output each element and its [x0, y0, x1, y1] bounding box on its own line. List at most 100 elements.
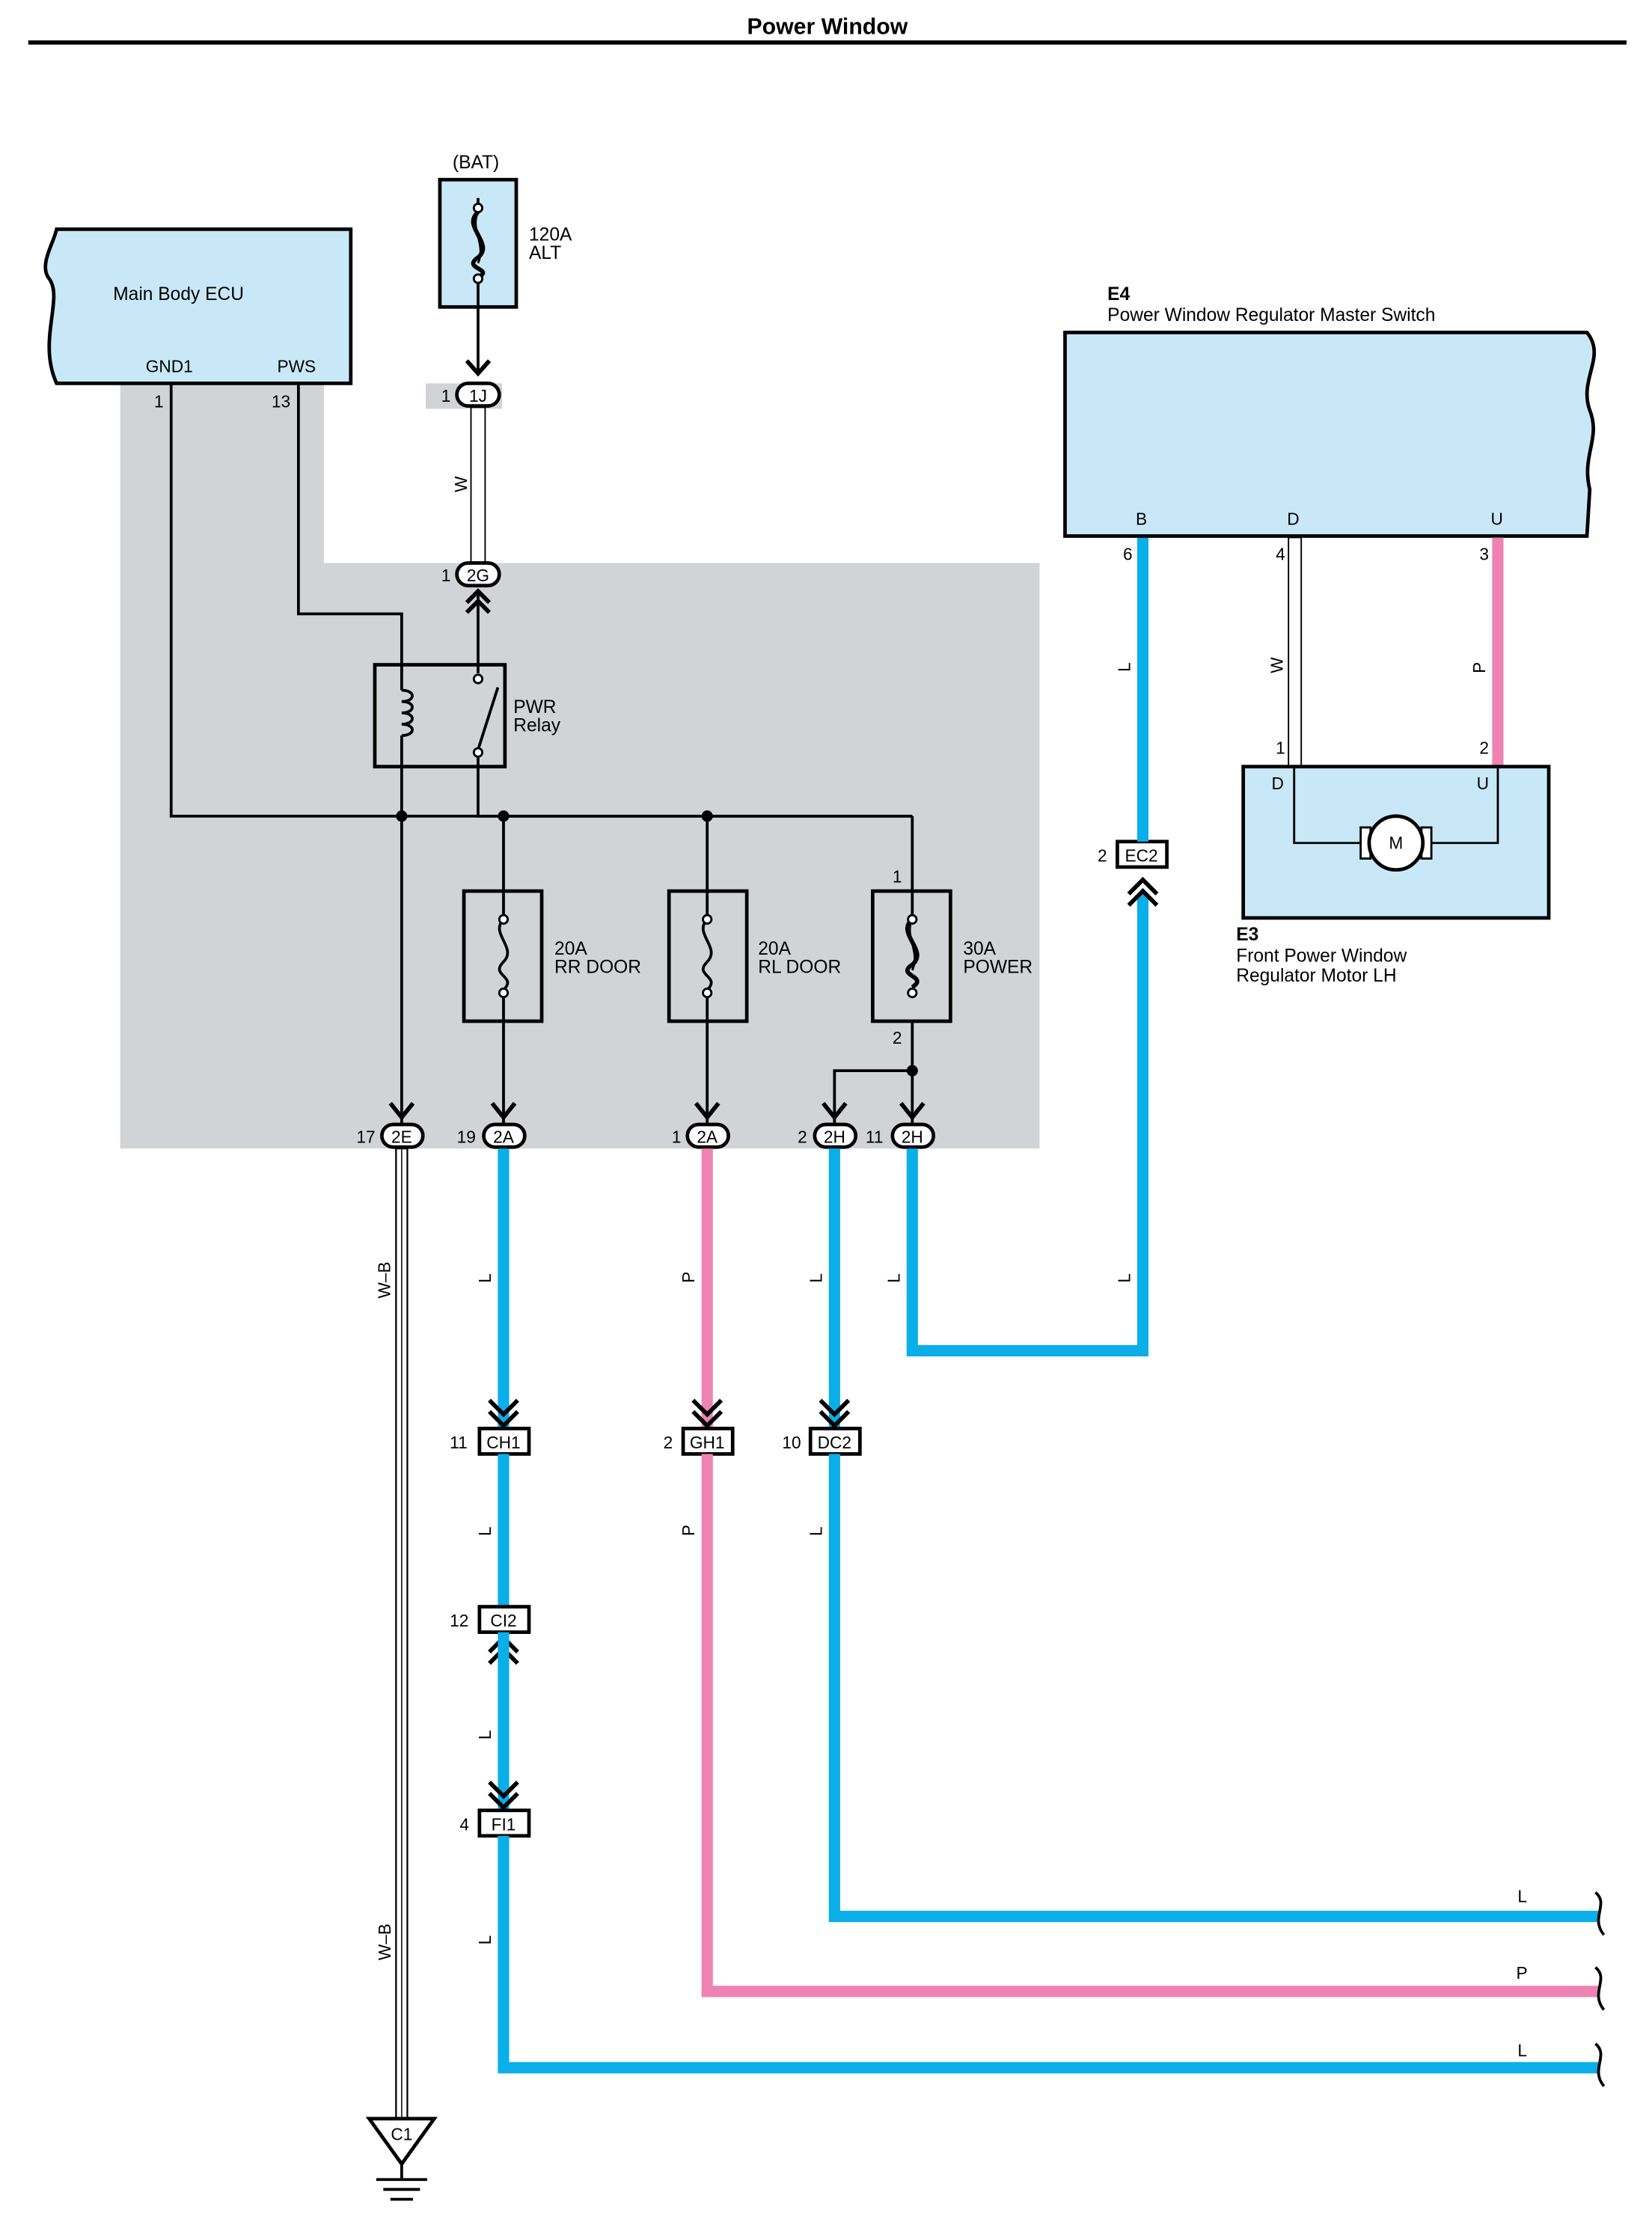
wire-label-l: L [475, 1935, 495, 1945]
wire-label-l: L [1114, 662, 1134, 672]
ecu-pin-gnd1-no: 1 [154, 392, 164, 411]
motor-name-2: Regulator Motor LH [1236, 966, 1396, 986]
fuse-rr-rating: 20A [554, 939, 587, 959]
wire-label-l: L [806, 1526, 825, 1536]
fuse-rl-name: RL DOOR [758, 958, 841, 978]
wire-white-d [1288, 536, 1303, 768]
connector-2g-id: 2G [467, 566, 489, 585]
ground-c1-id: C1 [391, 2124, 412, 2143]
master-switch-pin-u: U [1490, 509, 1502, 528]
wire-label-wb-2: W–B [375, 1923, 394, 1960]
master-switch-pin-b-no: 6 [1123, 545, 1133, 564]
relay-label-2: Relay [513, 715, 561, 735]
connector-2h-a-pin: 2 [798, 1127, 807, 1147]
connector-2a-rr-pin: 19 [457, 1127, 476, 1147]
connector-ch1 [477, 1427, 531, 1456]
fuse-power-rating: 30A [963, 939, 996, 959]
connector-ec2-pin: 2 [1098, 845, 1107, 865]
wire-label-l: L [475, 1730, 495, 1740]
wire-label-l: L [884, 1273, 903, 1283]
connector-2g [455, 561, 501, 588]
ground-c1 [365, 2117, 438, 2167]
connector-2e-id: 2E [391, 1127, 412, 1147]
connector-2h-a [813, 1122, 858, 1149]
alt-fuse-name: ALT [529, 243, 561, 263]
relay-label-1: PWR [513, 697, 556, 717]
master-switch-name: Power Window Regulator Master Switch [1107, 305, 1435, 325]
motor-code: E3 [1236, 925, 1258, 945]
motor-pin-d: D [1271, 774, 1283, 793]
motor-pin-u-no: 2 [1479, 738, 1489, 758]
wire-pws [296, 385, 403, 665]
ecu-name: Main Body ECU [113, 284, 244, 304]
motor-pin-d-no: 1 [1276, 738, 1285, 758]
connector-2e-pin: 17 [356, 1127, 375, 1147]
wire-l-2h-b [906, 893, 1149, 1356]
connector-2g-pin: 1 [441, 566, 451, 585]
relay-coil [401, 688, 414, 737]
master-switch-pin-d-no: 4 [1276, 545, 1285, 564]
connector-1j [455, 382, 501, 408]
connector-1j-id: 1J [469, 386, 487, 405]
wire-label-p: P [1517, 1963, 1528, 1983]
master-switch-pin-d: D [1287, 509, 1299, 528]
connector-gh1-pin: 2 [664, 1433, 673, 1452]
wire-label-l: L [475, 1273, 495, 1283]
connector-2e [380, 1122, 425, 1149]
connector-ec2-id: EC2 [1125, 845, 1158, 865]
connector-2a-rl [685, 1122, 730, 1149]
wire-label-l: L [1517, 2041, 1527, 2060]
junction-dot [396, 810, 408, 822]
master-switch-pin-b: B [1136, 509, 1147, 528]
alt-fuse-element [471, 210, 486, 280]
connector-ci2-pin: 12 [450, 1611, 468, 1630]
connector-2a-rl-pin: 1 [672, 1127, 682, 1147]
connector-dc2-pin: 10 [782, 1433, 801, 1452]
connector-2a-rl-id: 2A [697, 1127, 718, 1147]
alt-fuse-rating: 120A [529, 224, 572, 245]
page-title: Power Window [747, 14, 908, 39]
battery-label: (BAT) [453, 153, 499, 173]
connector-ec2 [1116, 839, 1169, 869]
wire-label-w: W [1267, 657, 1287, 673]
pwr-relay-box [373, 663, 507, 769]
connector-gh1-id: GH1 [690, 1433, 725, 1452]
main-body-ecu-box [43, 227, 353, 385]
connector-2a-rr [482, 1122, 527, 1149]
wire-label-wb-1: W–B [375, 1261, 394, 1298]
master-switch-box [1063, 330, 1597, 538]
junction-dot [906, 1065, 918, 1077]
connector-2h-b [890, 1122, 936, 1149]
wire-label-p: P [1469, 662, 1489, 673]
connector-2h-b-pin: 11 [866, 1127, 884, 1147]
wire-label-l: L [1114, 1273, 1134, 1283]
fuse-rl-rating: 20A [758, 939, 791, 959]
relay-switch-blade [477, 687, 500, 750]
fuse-rr-name: RR DOOR [554, 958, 641, 978]
junction-block-area [120, 385, 1040, 1149]
connector-fi1 [477, 1808, 531, 1838]
connector-dc2 [808, 1427, 862, 1456]
connector-ci2-id: CI2 [490, 1611, 516, 1630]
wire-label-p: P [679, 1525, 698, 1536]
connector-2a-rr-id: 2A [493, 1127, 515, 1147]
ecu-pin-pws-no: 13 [272, 392, 290, 411]
wire-label-l: L [1517, 1887, 1527, 1906]
master-switch-code: E4 [1107, 284, 1130, 304]
motor-name-1: Front Power Window [1236, 946, 1407, 967]
wire-break [1594, 1966, 1606, 2011]
wire-label-w-top: W [451, 476, 471, 492]
connector-2h-b-id: 2H [902, 1127, 923, 1147]
connector-fi1-id: FI1 [492, 1814, 516, 1834]
wire-label-p: P [679, 1272, 698, 1283]
wire-label-l: L [806, 1273, 825, 1283]
connector-ch1-pin: 11 [450, 1433, 468, 1452]
connector-dc2-id: DC2 [818, 1433, 851, 1452]
wire-break [1594, 1891, 1606, 1936]
fuse-power-name: POWER [963, 958, 1032, 978]
motor-pin-u: U [1477, 774, 1489, 793]
connector-gh1 [681, 1427, 735, 1456]
connector-ch1-id: CH1 [486, 1433, 520, 1452]
connector-2h-a-id: 2H [824, 1127, 845, 1147]
